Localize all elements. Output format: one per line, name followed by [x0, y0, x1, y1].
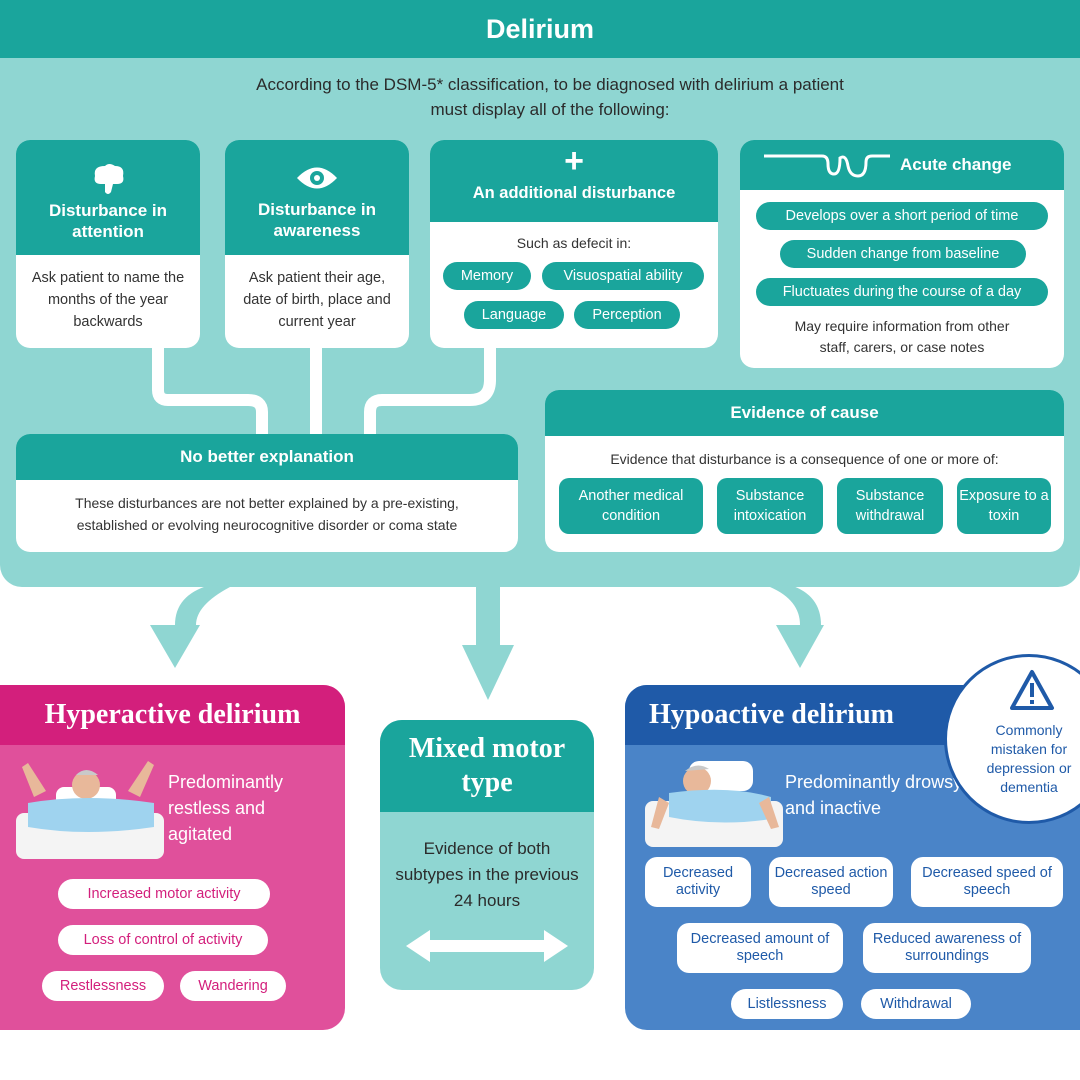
arrow-hypoactive — [770, 585, 824, 668]
intro-text: According to the DSM-5* classification, … — [256, 75, 844, 119]
hyper-item-restlessness: Restlessness — [42, 971, 164, 1001]
hyper-item-motor: Increased motor activity — [58, 879, 270, 909]
cause-withdrawal: Substance withdrawal — [837, 478, 943, 534]
no-better-body: These disturbances are not better explai… — [75, 495, 459, 533]
hypo-item-decreased-activity: Decreased activity — [645, 857, 751, 907]
cause-title: Evidence of cause — [545, 390, 1064, 436]
arrow-hyperactive — [150, 585, 230, 668]
hyper-item-wandering: Wandering — [180, 971, 286, 1001]
no-better-title: No better explanation — [16, 434, 518, 480]
cause-toxin: Exposure to a toxin — [957, 478, 1051, 534]
brain-icon — [94, 163, 124, 194]
hypo-item-withdrawal: Withdrawal — [861, 989, 971, 1019]
card-acute: Acute change Develops over a short perio… — [740, 140, 1064, 368]
double-arrow-icon — [406, 930, 568, 962]
acute-item-fluctuates: Fluctuates during the course of a day — [756, 278, 1048, 306]
cause-subtitle: Evidence that disturbance is a consequen… — [610, 451, 999, 467]
acute-title: Acute change — [900, 155, 1012, 174]
attention-body: Ask patient to name the months of the ye… — [31, 270, 185, 330]
badge-text: Commonly mistaken for depression or deme… — [986, 722, 1072, 795]
hyperactive-desc: Predominantly restless and agitated — [168, 772, 284, 844]
deficit-visuospatial: Visuospatial ability — [542, 262, 704, 290]
agitated-patient-icon — [16, 761, 164, 859]
arrow-mixed-head — [462, 645, 514, 700]
cause-intoxication: Substance intoxication — [717, 478, 823, 534]
mixed-desc: Evidence of both subtypes in the previou… — [395, 839, 579, 910]
hypo-item-speed-of-speech: Decreased speed of speech — [911, 857, 1063, 907]
flow-arrows — [150, 585, 824, 700]
card-evidence-of-cause: Evidence of cause Evidence that disturba… — [545, 390, 1064, 552]
hyperactive-title: Hyperactive delirium — [0, 685, 345, 745]
warning-icon — [1010, 670, 1054, 710]
acute-note: May require information from other staff… — [794, 318, 1010, 355]
plus-icon: + — [564, 142, 584, 180]
hypoactive-panel: Hypoactive delirium Predominantly drowsy… — [625, 685, 1080, 1030]
acute-item-sudden-change: Sudden change from baseline — [780, 240, 1026, 268]
acute-item-short-period: Develops over a short period of time — [756, 202, 1048, 230]
warning-badge: Commonly mistaken for depression or deme… — [944, 654, 1080, 824]
deficit-memory: Memory — [443, 262, 531, 290]
arrow-mixed-stem — [476, 585, 500, 647]
awareness-body: Ask patient their age, date of birth, pl… — [243, 270, 391, 330]
connectors — [150, 340, 824, 700]
connector-additional — [364, 340, 496, 438]
eye-icon — [297, 167, 337, 188]
hypo-item-action-speed: Decreased action speed — [769, 857, 893, 907]
additional-title: An additional disturbance — [472, 184, 676, 202]
attention-title: Disturbance in attention — [48, 200, 168, 241]
hypo-item-amount-of-speech: Decreased amount of speech — [677, 923, 843, 973]
awareness-title: Disturbance in awareness — [257, 199, 377, 240]
mixed-title: Mixed motor type — [380, 720, 594, 812]
card-additional: + An additional disturbance Such as defe… — [430, 140, 718, 348]
deficit-language: Language — [464, 301, 564, 329]
waveform-icon — [764, 154, 890, 178]
deficit-perception: Perception — [574, 301, 680, 329]
card-attention: Disturbance in attention Ask patient to … — [16, 140, 200, 348]
hypo-item-listlessness: Listlessness — [731, 989, 843, 1019]
cause-medical-condition: Another medical condition — [559, 478, 703, 534]
hypoactive-desc: Predominantly drowsy and inactive — [785, 772, 963, 818]
hyper-item-loss-control: Loss of control of activity — [58, 925, 268, 955]
mixed-panel: Mixed motor type Evidence of both subtyp… — [380, 720, 594, 990]
hyperactive-panel: Hyperactive delirium Predominantly restl… — [0, 685, 345, 1030]
card-no-better-explanation: No better explanation These disturbances… — [16, 434, 518, 552]
connector-attention — [152, 340, 268, 438]
hypo-item-awareness: Reduced awareness of surroundings — [863, 923, 1031, 973]
page-title: Delirium — [0, 0, 1080, 58]
additional-subtitle: Such as defecit in: — [516, 235, 632, 251]
card-awareness: Disturbance in awareness Ask patient the… — [225, 140, 409, 348]
drowsy-patient-icon — [645, 761, 783, 847]
